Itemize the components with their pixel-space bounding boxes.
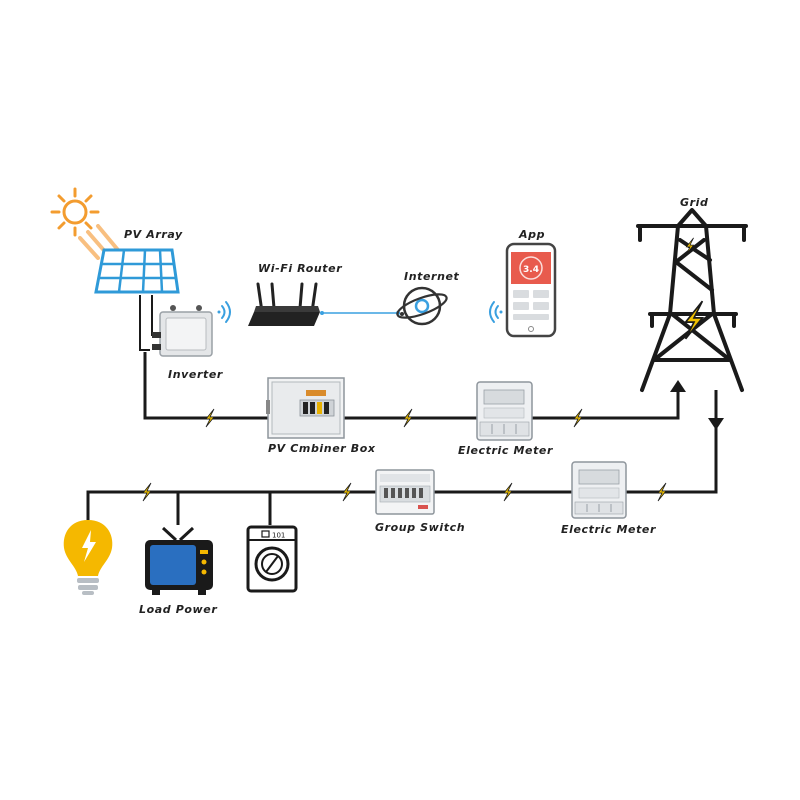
television-icon (145, 526, 213, 595)
wiring (86, 295, 724, 525)
meter-to-grid-wire (532, 386, 680, 420)
group-switch-icon (375, 469, 435, 515)
electric-meter-icon (571, 461, 627, 519)
transmission-tower-icon (636, 208, 748, 392)
electric-meter-icon (476, 381, 533, 441)
inverter-label: Inverter (168, 368, 223, 381)
app-screen-value: 3.4 (523, 265, 539, 275)
wifi-signal-icon (217, 301, 231, 323)
bolt-icon (657, 482, 667, 502)
grid-up-arrow (670, 380, 686, 392)
grid-label: Grid (680, 196, 709, 209)
app-label: App (518, 228, 545, 241)
load-power-label: Load Power (139, 603, 217, 616)
bolt-icon (205, 408, 215, 428)
bolt-icon (142, 482, 152, 502)
inverter-output-wire (143, 352, 268, 420)
switch-to-load-wire (86, 490, 378, 520)
washer-panel-text: 101 (272, 532, 285, 540)
light-bulb-icon (63, 520, 113, 595)
inverter-icon (152, 305, 213, 357)
internet-globe-icon (396, 286, 448, 326)
internet-label: Internet (404, 270, 460, 283)
electric-meter-bottom-label: Electric Meter (561, 523, 656, 536)
bolt-icon (503, 482, 513, 502)
combiner-box-icon (266, 377, 345, 439)
bolt-icon (342, 482, 352, 502)
pv-to-inverter-wire-2 (151, 295, 160, 336)
wifi-router-icon (248, 282, 320, 326)
wifi-signal-icon (489, 301, 503, 323)
pv-array-label: PV Array (124, 228, 183, 241)
bolt-icon (573, 408, 583, 428)
combiner-box-label: PV Cmbiner Box (268, 442, 376, 455)
bolt-icon (403, 408, 413, 428)
smartphone-app-icon: 3.4 (505, 242, 557, 338)
wifi-router-label: Wi-Fi Router (258, 262, 342, 275)
electric-meter-top-label: Electric Meter (458, 444, 553, 457)
pv-to-inverter-wire-1 (139, 295, 150, 351)
group-switch-label: Group Switch (375, 521, 465, 534)
tower-bolt-icons (683, 237, 705, 340)
washing-machine-icon: 101 (246, 525, 298, 593)
grid-down-arrow (708, 418, 724, 430)
sun-icon (50, 187, 100, 237)
solar-panel-icon (94, 248, 180, 294)
